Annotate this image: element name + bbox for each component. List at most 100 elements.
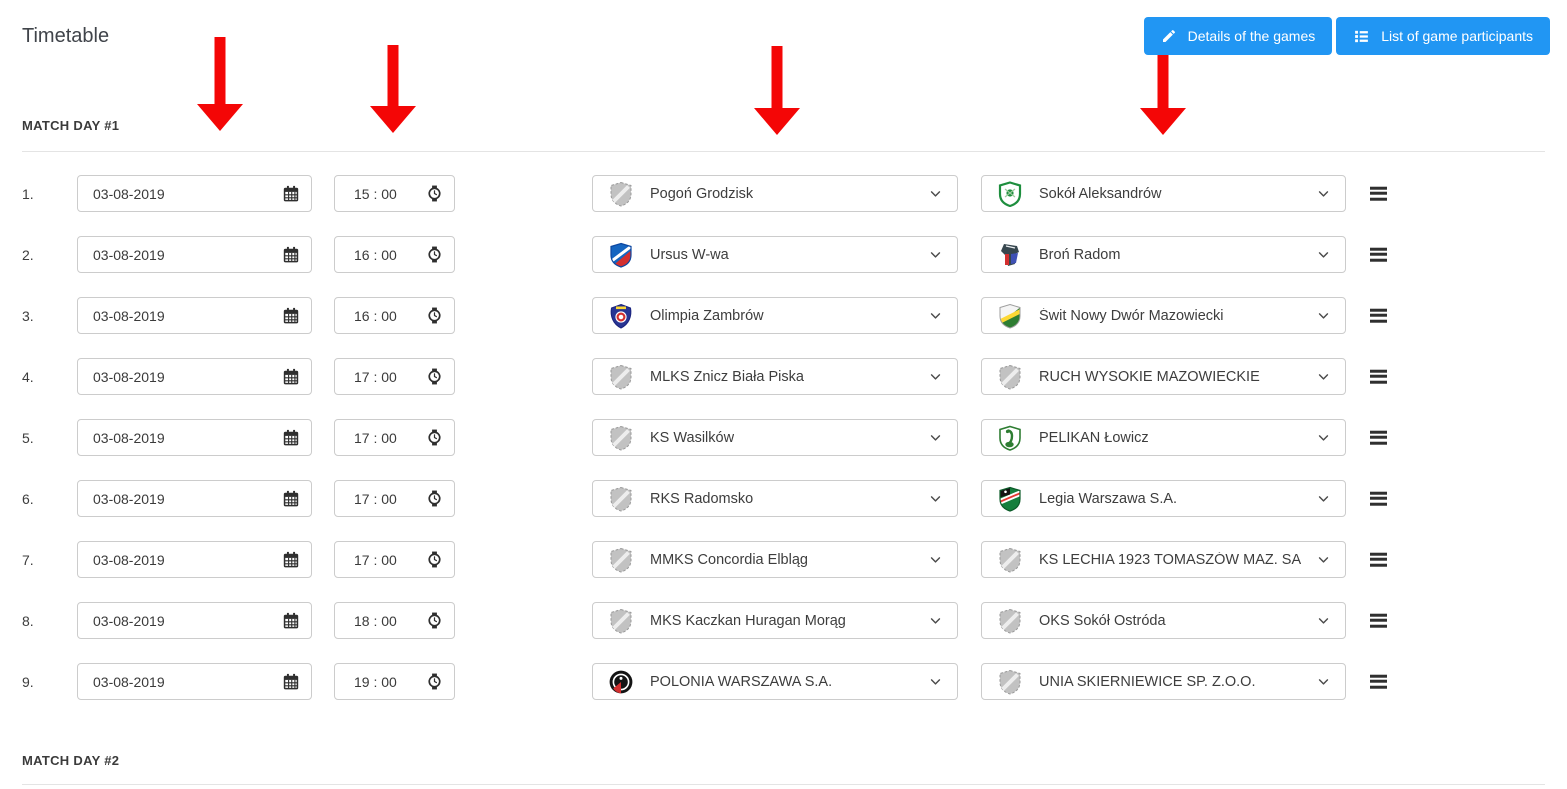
home-team-select[interactable]: Ursus W-wa bbox=[592, 236, 958, 273]
home-team-select[interactable]: Olimpia Zambrów bbox=[592, 297, 958, 334]
red-arrow-away-team-column bbox=[1140, 46, 1186, 135]
time-input[interactable]: 15 : 00 bbox=[334, 175, 455, 212]
date-input[interactable]: 03-08-2019 bbox=[77, 358, 312, 395]
away-team-select[interactable]: OKS Sokół Ostróda bbox=[981, 602, 1346, 639]
clock-icon[interactable] bbox=[426, 307, 443, 324]
time-input[interactable]: 16 : 00 bbox=[334, 236, 455, 273]
away-team-select[interactable]: Świt Nowy Dwór Mazowiecki bbox=[981, 297, 1346, 334]
away-club-crest-icon bbox=[997, 669, 1023, 695]
clock-icon[interactable] bbox=[426, 429, 443, 446]
time-input[interactable]: 17 : 00 bbox=[334, 419, 455, 456]
time-value: 16 : 00 bbox=[354, 246, 397, 263]
away-team-select[interactable]: UNIA SKIERNIEWICE SP. Z.O.O. bbox=[981, 663, 1346, 700]
home-club-crest-icon bbox=[608, 608, 634, 634]
clock-icon[interactable] bbox=[426, 612, 443, 629]
home-team-name: Ursus W-wa bbox=[650, 246, 729, 263]
date-input[interactable]: 03-08-2019 bbox=[77, 663, 312, 700]
matchday-2-header: MATCH DAY #2 bbox=[22, 753, 120, 768]
date-input[interactable]: 03-08-2019 bbox=[77, 541, 312, 578]
calendar-icon[interactable] bbox=[282, 673, 300, 691]
drag-handle-icon[interactable] bbox=[1368, 427, 1389, 448]
home-club-crest-icon bbox=[608, 669, 634, 695]
calendar-icon[interactable] bbox=[282, 307, 300, 325]
red-arrow-home-team-column bbox=[754, 46, 800, 135]
red-arrow-date-column bbox=[197, 37, 243, 131]
time-value: 17 : 00 bbox=[354, 551, 397, 568]
home-team-select[interactable]: MLKS Znicz Biała Piska bbox=[592, 358, 958, 395]
calendar-icon[interactable] bbox=[282, 490, 300, 508]
drag-handle-icon[interactable] bbox=[1368, 305, 1389, 326]
drag-handle-icon[interactable] bbox=[1368, 244, 1389, 265]
home-team-select[interactable]: POLONIA WARSZAWA S.A. bbox=[592, 663, 958, 700]
time-input[interactable]: 19 : 00 bbox=[334, 663, 455, 700]
date-input[interactable]: 03-08-2019 bbox=[77, 419, 312, 456]
date-value: 03-08-2019 bbox=[93, 551, 165, 568]
home-team-select[interactable]: MMKS Concordia Elbląg bbox=[592, 541, 958, 578]
date-value: 03-08-2019 bbox=[93, 246, 165, 263]
chevron-down-icon bbox=[926, 550, 945, 569]
calendar-icon[interactable] bbox=[282, 429, 300, 447]
away-club-crest-icon bbox=[997, 547, 1023, 573]
details-of-games-button[interactable]: Details of the games bbox=[1143, 17, 1333, 55]
date-value: 03-08-2019 bbox=[93, 429, 165, 446]
away-team-name: Broń Radom bbox=[1039, 246, 1121, 263]
time-input[interactable]: 16 : 00 bbox=[334, 297, 455, 334]
calendar-icon[interactable] bbox=[282, 368, 300, 386]
calendar-icon[interactable] bbox=[282, 185, 300, 203]
row-number: 4. bbox=[22, 368, 34, 385]
match-row: 7. 03-08-2019 17 : 00 bbox=[0, 541, 1567, 578]
chevron-down-icon bbox=[926, 367, 945, 386]
date-input[interactable]: 03-08-2019 bbox=[77, 480, 312, 517]
clock-icon[interactable] bbox=[426, 368, 443, 385]
calendar-icon[interactable] bbox=[282, 246, 300, 264]
home-club-crest-icon bbox=[608, 364, 634, 390]
time-input[interactable]: 17 : 00 bbox=[334, 541, 455, 578]
match-row: 2. 03-08-2019 16 : 00 bbox=[0, 236, 1567, 273]
clock-icon[interactable] bbox=[426, 490, 443, 507]
away-team-select[interactable]: Legia Warszawa S.A. bbox=[981, 480, 1346, 517]
list-of-game-participants-button[interactable]: List of game participants bbox=[1336, 17, 1550, 55]
clock-icon[interactable] bbox=[426, 673, 443, 690]
date-input[interactable]: 03-08-2019 bbox=[77, 602, 312, 639]
drag-handle-icon[interactable] bbox=[1368, 549, 1389, 570]
clock-icon[interactable] bbox=[426, 246, 443, 263]
chevron-down-icon bbox=[1314, 489, 1333, 508]
calendar-icon[interactable] bbox=[282, 551, 300, 569]
chevron-down-icon bbox=[1314, 428, 1333, 447]
home-team-select[interactable]: KS Wasilków bbox=[592, 419, 958, 456]
time-input[interactable]: 17 : 00 bbox=[334, 358, 455, 395]
chevron-down-icon bbox=[1314, 245, 1333, 264]
drag-handle-icon[interactable] bbox=[1368, 183, 1389, 204]
time-value: 16 : 00 bbox=[354, 307, 397, 324]
drag-handle-icon[interactable] bbox=[1368, 488, 1389, 509]
match-row: 9. 03-08-2019 19 : 00 bbox=[0, 663, 1567, 700]
away-team-select[interactable]: PELIKAN Łowicz bbox=[981, 419, 1346, 456]
home-club-crest-icon bbox=[608, 425, 634, 451]
home-team-select[interactable]: Pogoń Grodzisk bbox=[592, 175, 958, 212]
clock-icon[interactable] bbox=[426, 551, 443, 568]
away-team-select[interactable]: Broń Radom bbox=[981, 236, 1346, 273]
row-number: 6. bbox=[22, 490, 34, 507]
home-team-select[interactable]: MKS Kaczkan Huragan Morąg bbox=[592, 602, 958, 639]
page-title: Timetable bbox=[22, 25, 110, 47]
time-input[interactable]: 17 : 00 bbox=[334, 480, 455, 517]
away-team-select[interactable]: KS LECHIA 1923 TOMASZÓW MAZ. SA bbox=[981, 541, 1346, 578]
date-input[interactable]: 03-08-2019 bbox=[77, 297, 312, 334]
time-input[interactable]: 18 : 00 bbox=[334, 602, 455, 639]
drag-handle-icon[interactable] bbox=[1368, 671, 1389, 692]
divider bbox=[22, 784, 1545, 785]
chevron-down-icon bbox=[926, 489, 945, 508]
home-team-name: MKS Kaczkan Huragan Morąg bbox=[650, 612, 846, 629]
drag-handle-icon[interactable] bbox=[1368, 610, 1389, 631]
home-team-select[interactable]: RKS Radomsko bbox=[592, 480, 958, 517]
date-input[interactable]: 03-08-2019 bbox=[77, 175, 312, 212]
calendar-icon[interactable] bbox=[282, 612, 300, 630]
away-team-name: Świt Nowy Dwór Mazowiecki bbox=[1039, 307, 1224, 324]
clock-icon[interactable] bbox=[426, 185, 443, 202]
date-input[interactable]: 03-08-2019 bbox=[77, 236, 312, 273]
home-team-name: MLKS Znicz Biała Piska bbox=[650, 368, 804, 385]
away-team-select[interactable]: RUCH WYSOKIE MAZOWIECKIE bbox=[981, 358, 1346, 395]
away-team-select[interactable]: Sokół Aleksandrów bbox=[981, 175, 1346, 212]
chevron-down-icon bbox=[1314, 550, 1333, 569]
drag-handle-icon[interactable] bbox=[1368, 366, 1389, 387]
